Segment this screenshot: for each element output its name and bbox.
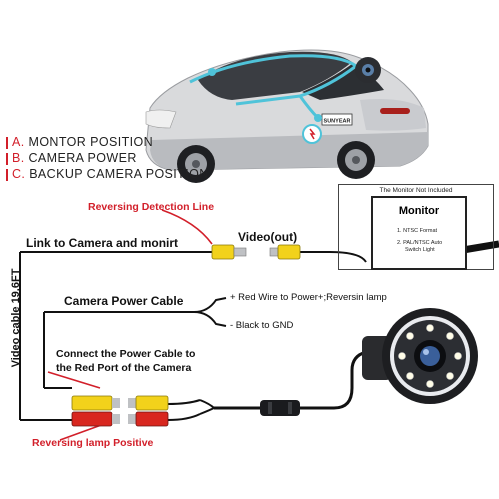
connect-power-label-line2: the Red Port of the Camera xyxy=(56,362,192,374)
video-out-label: Video(out) xyxy=(238,230,298,244)
cable-routing xyxy=(19,209,499,441)
link-camera-label: Link to Camera and monirt xyxy=(26,236,179,250)
black-gnd-label: - Black to GND xyxy=(230,320,294,331)
connect-power-label-line1: Connect the Power Cable to xyxy=(56,348,196,360)
red-wire-label: + Red Wire to Power+;Reversin lamp xyxy=(230,292,387,303)
car-illustration: SUNYEAR xyxy=(145,49,429,183)
legend-item-c: C. BACKUP CAMERA POSITION xyxy=(6,167,209,181)
monitor: Monitor 1. NTSC Format 2. PAL/NTSC Auto … xyxy=(371,196,467,270)
monitor-spec-2b: Switch Light xyxy=(405,247,435,253)
monitor-spec-2a: 2. PAL/NTSC Auto xyxy=(397,240,443,246)
monitor-not-included-text: The Monitor Not Included xyxy=(379,187,453,194)
backup-camera xyxy=(362,308,478,404)
camera-power-cable-label: Camera Power Cable xyxy=(64,294,184,308)
rca-pair-bottom xyxy=(71,395,169,427)
legend-item-b: B. CAMERA POWER xyxy=(6,151,137,165)
reversing-lamp-label: Reversing lamp Positive xyxy=(32,437,154,449)
inline-filter xyxy=(260,400,300,416)
rca-yellow-connector-videoout xyxy=(269,244,301,260)
legend-item-a: A. MONTOR POSITION xyxy=(6,135,153,149)
reversing-detection-label: Reversing Detection Line xyxy=(88,201,215,213)
monitor-spec-1: 1. NTSC Format xyxy=(397,228,438,234)
video-cable-length-label: Video cable 19.6FT xyxy=(10,268,22,368)
monitor-title: Monitor xyxy=(398,205,440,217)
license-plate-text: SUNYEAR xyxy=(324,119,351,125)
rca-yellow-connector-top xyxy=(211,244,247,260)
